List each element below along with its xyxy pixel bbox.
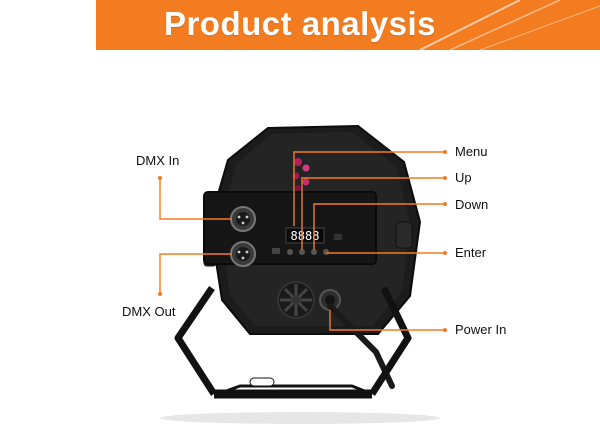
floor-shadow	[160, 412, 440, 424]
panel-buttons	[287, 249, 329, 255]
label-down: Down	[455, 197, 489, 212]
leader-down	[313, 203, 445, 250]
cooling-fan	[277, 281, 315, 319]
label-up: Up	[455, 170, 472, 185]
label-dmx-in: DMX In	[136, 153, 180, 168]
led-display-digits: 8888	[291, 229, 320, 243]
banner-shape	[0, 0, 600, 50]
side-knob-right	[395, 221, 413, 249]
label-power-in: Power In	[455, 322, 507, 337]
label-enter: Enter	[455, 245, 487, 260]
leader-menu	[293, 151, 445, 226]
product-illustration: 8888	[158, 124, 447, 424]
mounting-stand	[174, 286, 412, 399]
leader-dmx-in	[159, 178, 232, 220]
leader-up	[301, 177, 445, 250]
leader-dots	[158, 150, 447, 332]
leader-lines	[159, 151, 445, 331]
stand-slot	[249, 377, 275, 387]
header-banner: Product analysis	[0, 0, 600, 50]
leader-dmx-out	[159, 253, 232, 294]
banner-title: Product analysis	[163, 5, 437, 42]
leader-power-in	[329, 310, 445, 331]
dmx-out-connector	[230, 241, 256, 267]
dmx-in-connector	[230, 206, 256, 232]
rear-leds	[292, 158, 310, 191]
label-menu: Menu	[455, 144, 488, 159]
label-dmx-out: DMX Out	[122, 304, 176, 319]
